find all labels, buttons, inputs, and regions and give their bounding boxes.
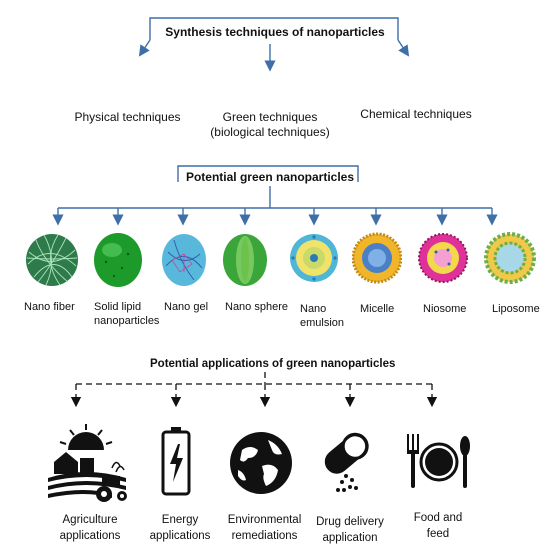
- np-label-micelle: Micelle: [360, 302, 394, 316]
- nano-gel-icon: [162, 234, 206, 286]
- np-label-liposome: Liposome: [492, 302, 540, 316]
- np-label-solid-lipid: Solid lipid nanoparticles: [94, 300, 159, 328]
- np-label-line2: nanoparticles: [94, 315, 160, 327]
- np-label-nano-gel: Nano gel: [164, 300, 208, 314]
- solid-lipid-icon: [94, 233, 142, 287]
- nano-emulsion-icon: [290, 234, 338, 282]
- battery-icon: [161, 427, 191, 496]
- app-label-line2: applications: [149, 530, 211, 542]
- farm-icon: [48, 424, 127, 502]
- np-label-line1: Liposome: [492, 303, 540, 315]
- app-label-line1: Drug delivery: [316, 516, 384, 528]
- np-label-niosome: Niosome: [423, 302, 466, 316]
- capsule-icon: [324, 432, 369, 492]
- synthesis-bracket: [149, 17, 399, 40]
- micelle-icon: [352, 232, 402, 284]
- np-label-line1: Nano gel: [164, 301, 209, 313]
- green-techniques-line2: (biological techniques): [210, 125, 330, 139]
- np-label-nano-fiber: Nano fiber: [24, 300, 75, 314]
- chemical-techniques-label: Chemical techniques: [360, 107, 472, 121]
- np-label-line1: Solid lipid: [94, 301, 142, 313]
- app-dashed-tree: [70, 372, 438, 408]
- app-label-line2: application: [322, 532, 378, 544]
- np-label-line1: Nano: [300, 303, 327, 315]
- nano-sphere-icon: [223, 234, 267, 286]
- green-techniques-line1: Green techniques: [222, 110, 318, 124]
- green-np-bracket: [177, 165, 359, 182]
- np-label-line2: emulsion: [300, 317, 345, 329]
- applications-title: Potential applications of green nanopart…: [150, 358, 396, 370]
- app-label-food: Food and feed: [398, 510, 478, 542]
- app-label-environmental: Environmental remediations: [222, 512, 307, 544]
- np-label-line1: Micelle: [360, 303, 395, 315]
- liposome-icon: [484, 232, 536, 284]
- physical-techniques-label: Physical techniques: [74, 110, 181, 124]
- plate-icon: [407, 434, 470, 488]
- app-label-energy: Energy applications: [140, 512, 220, 544]
- app-label-line1: Environmental: [227, 514, 302, 526]
- app-label-line2: remediations: [231, 530, 298, 542]
- np-label-line1: Nano fiber: [24, 301, 75, 313]
- app-label-line1: Energy: [161, 514, 199, 526]
- np-label-nano-sphere: Nano sphere: [225, 300, 288, 314]
- app-label-agriculture: Agriculture applications: [50, 512, 130, 544]
- app-label-line2: applications: [59, 530, 121, 542]
- green-techniques-label: Green techniques (biological techniques): [205, 110, 335, 140]
- app-label-line2: feed: [426, 528, 450, 540]
- app-label-line1: Agriculture: [62, 514, 118, 526]
- np-branch-arrows: [52, 208, 498, 226]
- np-label-nano-emulsion: Nano emulsion: [300, 302, 344, 330]
- np-label-line1: Niosome: [423, 303, 467, 315]
- green-np-title: Potential green nanoparticles: [185, 170, 355, 184]
- synthesis-title: Synthesis techniques of nanoparticles: [165, 25, 385, 39]
- app-label-line1: Food and: [413, 512, 463, 524]
- niosome-icon: [418, 233, 468, 283]
- globe-icon: [230, 432, 292, 494]
- np-label-line1: Nano sphere: [225, 301, 288, 313]
- nano-fiber-icon: [26, 234, 78, 286]
- app-label-drug-delivery: Drug delivery application: [310, 514, 390, 546]
